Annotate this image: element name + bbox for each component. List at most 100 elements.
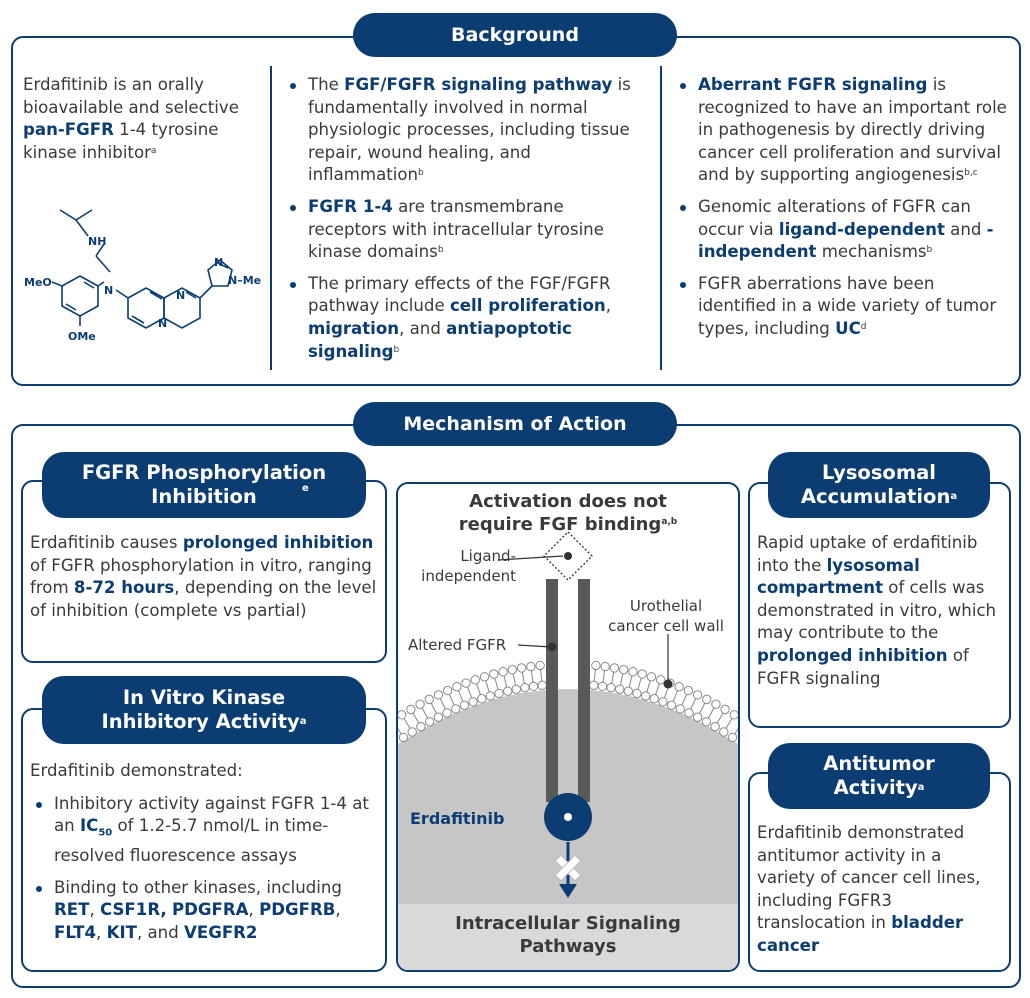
phospho-text: Erdafitinib causes prolonged inhibition …: [30, 533, 377, 620]
diagram-title-line2: require FGF bindinga,b: [458, 514, 678, 535]
lipid-tail: [540, 669, 543, 682]
lipid-tail: [690, 698, 697, 710]
lipid-head: [609, 663, 620, 673]
lipid-head: [415, 699, 425, 709]
col2-item-1: The FGF/FGFR signaling pathway is fundam…: [284, 74, 644, 187]
lipid-head: [537, 680, 547, 691]
diagram-box: Activation does not require FGF bindinga…: [396, 482, 740, 972]
lipid-head: [398, 710, 407, 720]
diagram-title-line1: Activation does not: [469, 491, 667, 512]
svg-text:OMe: OMe: [68, 330, 96, 343]
lipid-tail: [398, 728, 402, 735]
lipid-head: [597, 681, 608, 692]
col3-item-3: FGFR aberrations have been identified in…: [674, 273, 1012, 341]
lipid-head: [719, 727, 729, 737]
cell-membrane: [398, 660, 738, 743]
lipid-head: [674, 681, 684, 692]
kinase-intro: Erdafitinib demonstrated:: [30, 761, 243, 780]
lipid-tail: [530, 670, 534, 683]
lipid-head: [655, 675, 666, 685]
lipid-head: [498, 667, 508, 677]
lipid-tail: [699, 702, 706, 714]
lipid-head: [398, 732, 409, 743]
lipid-head: [614, 684, 625, 694]
svg-text:N: N: [176, 289, 185, 302]
lipid-tail: [439, 698, 446, 710]
lipid-tail: [628, 675, 633, 688]
lysosomal-title-line1: Lysosomal: [822, 461, 936, 484]
lipid-head: [666, 700, 677, 710]
lipid-head: [459, 700, 470, 710]
lipid-head: [511, 684, 522, 694]
lipid-tail: [521, 671, 525, 684]
svg-text:MeO: MeO: [24, 276, 52, 289]
lipid-head: [507, 664, 518, 675]
lipid-head: [684, 708, 694, 718]
lipid-head: [589, 680, 599, 691]
lipid-tail: [611, 671, 615, 684]
lipid-head: [729, 710, 738, 720]
lipid-head: [442, 685, 453, 696]
lipid-head: [600, 661, 610, 672]
lipid-head: [452, 681, 462, 692]
lipid-head: [407, 727, 417, 737]
lipid-tail: [476, 683, 481, 696]
intracellular-band: [398, 904, 738, 970]
lipid-head: [649, 694, 659, 704]
lipid-tail: [672, 690, 679, 702]
lipid-head: [535, 660, 545, 671]
lysosomal-text: Rapid uptake of erdafitinib into the lys…: [757, 533, 997, 688]
lipid-head: [683, 685, 694, 696]
lysosomal-title-line2: Accumulationa: [800, 485, 958, 508]
lipid-tail: [485, 680, 490, 693]
lipid-head: [658, 697, 668, 707]
svg-text:N: N: [104, 284, 113, 297]
lipid-head: [628, 667, 638, 677]
lipid-head: [692, 712, 703, 722]
kinase-title-line2: Inhibitory Activitya: [101, 710, 307, 733]
erdafitinib-label: Erdafitinib: [410, 809, 505, 828]
background-title: Background: [353, 13, 677, 57]
lipid-head: [433, 690, 444, 700]
lipid-tail: [494, 677, 499, 690]
ligand-label-line2: independent: [421, 567, 516, 585]
lipid-head: [528, 681, 539, 692]
col3-item-2: Genomic alterations of FGFR can occur vi…: [674, 196, 1012, 264]
lipid-head: [433, 712, 444, 722]
cell-wall-label-line2: cancer cell wall: [608, 617, 724, 635]
lipid-head: [675, 704, 685, 714]
lipid-tail: [512, 673, 517, 686]
lipid-head: [516, 663, 527, 673]
lipid-head: [485, 691, 496, 701]
blocked-x-icon: [554, 854, 582, 882]
lipid-tail: [734, 728, 738, 735]
col2-item-3: The primary effects of the FGF/FGFR path…: [284, 273, 644, 363]
kinase-title: In Vitro Kinase Inhibitory Activitya: [42, 676, 366, 744]
lipid-tail: [412, 712, 420, 724]
phospho-title-sup: e: [302, 483, 309, 494]
lipid-head: [451, 704, 461, 714]
lipid-head: [442, 708, 452, 718]
lipid-head: [494, 688, 504, 699]
lipid-tail: [663, 686, 669, 699]
kinase-item-1: Inhibitory activity against FGFR 1-4 at …: [30, 793, 380, 868]
lipid-head: [623, 686, 634, 696]
svg-text:N: N: [214, 256, 223, 269]
svg-text:NH: NH: [88, 235, 106, 248]
background-col3: Aberrant FGFR signaling is recognized to…: [674, 74, 1012, 350]
intracellular-label-line1: Intracellular Signaling: [455, 913, 681, 934]
lysosomal-title: Lysosomal Accumulationa: [768, 452, 990, 518]
lipid-tail: [403, 717, 411, 729]
diagram-title: Activation does not require FGF bindinga…: [398, 490, 738, 536]
lipid-tail: [467, 686, 473, 699]
lipid-head: [640, 691, 651, 701]
lysosomal-box: [748, 482, 1011, 728]
lipid-head: [720, 704, 730, 715]
lipid-head: [526, 661, 536, 672]
background-intro: Erdafitinib is an orally bioavailable an…: [23, 75, 239, 162]
lipid-head: [424, 717, 435, 727]
lipid-tail: [448, 694, 455, 706]
lipid-head: [502, 686, 513, 696]
lipid-head: [632, 688, 642, 699]
lipid-tail: [457, 690, 464, 702]
